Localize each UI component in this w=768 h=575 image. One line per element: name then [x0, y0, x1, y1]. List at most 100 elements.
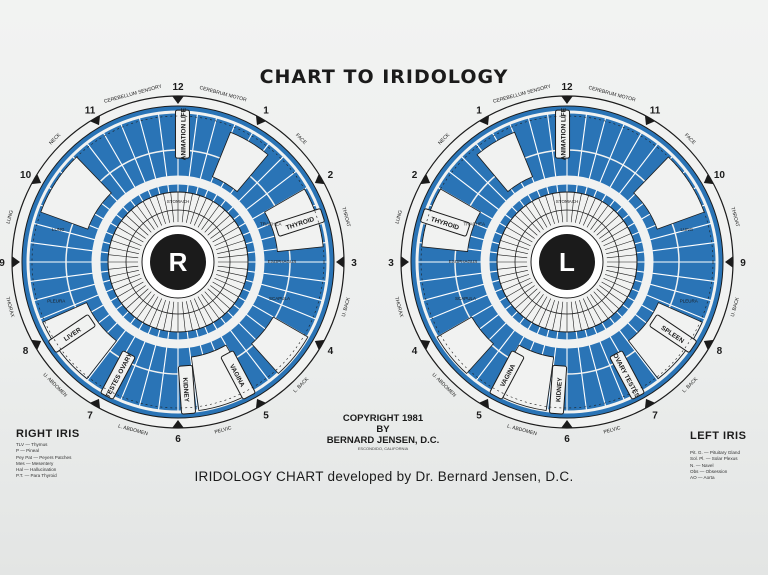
ring-line [217, 247, 247, 254]
ring-line [210, 220, 235, 239]
sector-line [226, 170, 298, 225]
ring-line [207, 288, 231, 310]
sector-line [221, 155, 285, 219]
clock-number: 8 [717, 346, 723, 357]
clock-number: 8 [23, 346, 29, 357]
ring-line [497, 265, 528, 270]
ring-line [502, 233, 531, 247]
organ-zone [211, 131, 269, 193]
stomach-inner-line [514, 209, 620, 315]
zone-label: LUNG [681, 227, 694, 232]
sector-line [628, 269, 716, 283]
ring-line [606, 254, 637, 259]
copyright-location: ESCONDIDO, CALIFORNIA [357, 446, 409, 451]
organ-tab-box [220, 350, 256, 400]
ring-line [111, 274, 141, 284]
ring-line [510, 220, 535, 239]
ring-line [604, 240, 634, 250]
clock-tick [255, 115, 266, 126]
sector-line [628, 241, 716, 255]
clock-number: 5 [263, 410, 269, 421]
ring-line [149, 298, 163, 327]
ring-line [497, 254, 528, 259]
clock-tick [12, 256, 20, 268]
copyright-block: COPYRIGHT 1981 BY BERNARD JENSEN, D.C. E… [318, 413, 448, 452]
sector-line [235, 285, 317, 320]
sector-line [185, 113, 199, 201]
sector-line [239, 269, 327, 283]
body-region-label: LUNG [395, 209, 404, 224]
sector-line [626, 222, 713, 247]
lymphatic-ring [31, 115, 325, 409]
ring-line [163, 301, 170, 331]
ring-line [596, 214, 620, 236]
organ-zone [42, 302, 117, 380]
clock-number: 7 [652, 410, 658, 421]
ring-line [506, 226, 533, 243]
ring-line [596, 288, 620, 310]
sector-line [157, 113, 171, 201]
zone-label: PLEURA [47, 299, 65, 304]
legend-item: Hal — Hallucination [16, 467, 57, 473]
organ-tab-box [100, 350, 136, 400]
zone-label: LUNG [52, 227, 65, 232]
ring-line [212, 281, 239, 298]
ring-line [170, 192, 175, 223]
clock-tick [172, 96, 184, 104]
sector-line [421, 277, 508, 302]
ring-line [498, 270, 528, 277]
ring-line [181, 301, 186, 332]
body-region-label: THROAT [729, 207, 740, 228]
legend-item: Pit. G. — Pituitary Gland [690, 450, 741, 455]
body-region-label: LUNG [6, 209, 15, 224]
clock-tick [561, 96, 573, 104]
ring-line [215, 274, 245, 284]
clock-tick [561, 420, 573, 428]
ring-line [201, 205, 220, 230]
ring-line [125, 214, 149, 236]
legend-item: N. — Navel [690, 462, 714, 468]
pupil [539, 234, 595, 290]
clock-number: 4 [328, 346, 334, 357]
pupil [150, 234, 206, 290]
copyright-by: BY [376, 424, 390, 435]
autonomic-wreath [480, 175, 654, 349]
sector-line [418, 269, 506, 283]
zone-label: PLEURA [680, 299, 698, 304]
ring-line [130, 291, 152, 315]
sector-line [86, 310, 141, 382]
ring-line [606, 265, 637, 270]
clock-number: 2 [412, 170, 418, 181]
clock-tick [644, 115, 655, 126]
body-region-label: PELVIC [603, 425, 622, 435]
ring-line [599, 285, 624, 304]
ring-line [506, 281, 533, 298]
clock-number: 12 [172, 82, 184, 93]
clock-tick [420, 174, 431, 185]
ring-line [575, 301, 582, 331]
ring-line [582, 197, 596, 226]
ring-line [500, 240, 530, 250]
ring-line [190, 299, 200, 329]
ring-line [525, 205, 544, 230]
ring-line [121, 220, 146, 239]
ring-line [214, 233, 243, 247]
ring-line [125, 288, 149, 310]
clock-number: 9 [0, 258, 5, 269]
ring-line [545, 299, 555, 329]
organ-tab-box [555, 109, 571, 159]
ring-line [197, 201, 214, 228]
ring-line [108, 254, 139, 259]
body-region-label: U. BACK [341, 296, 352, 318]
zone-label: TRACHEA [464, 222, 486, 227]
clock-tick [314, 339, 325, 350]
sector-line [86, 142, 141, 214]
body-region-label: THORAX [4, 296, 15, 318]
right-iris-title: RIGHT IRIS [16, 428, 80, 440]
left-iris-legend: Pit. G. — Pituitary Gland Sol. Pl. — Sol… [690, 450, 740, 481]
ring-line [210, 285, 235, 304]
ring-line [113, 277, 142, 291]
clock-number: 9 [740, 258, 746, 269]
ring-line [142, 201, 159, 228]
clock-tick [31, 339, 42, 350]
